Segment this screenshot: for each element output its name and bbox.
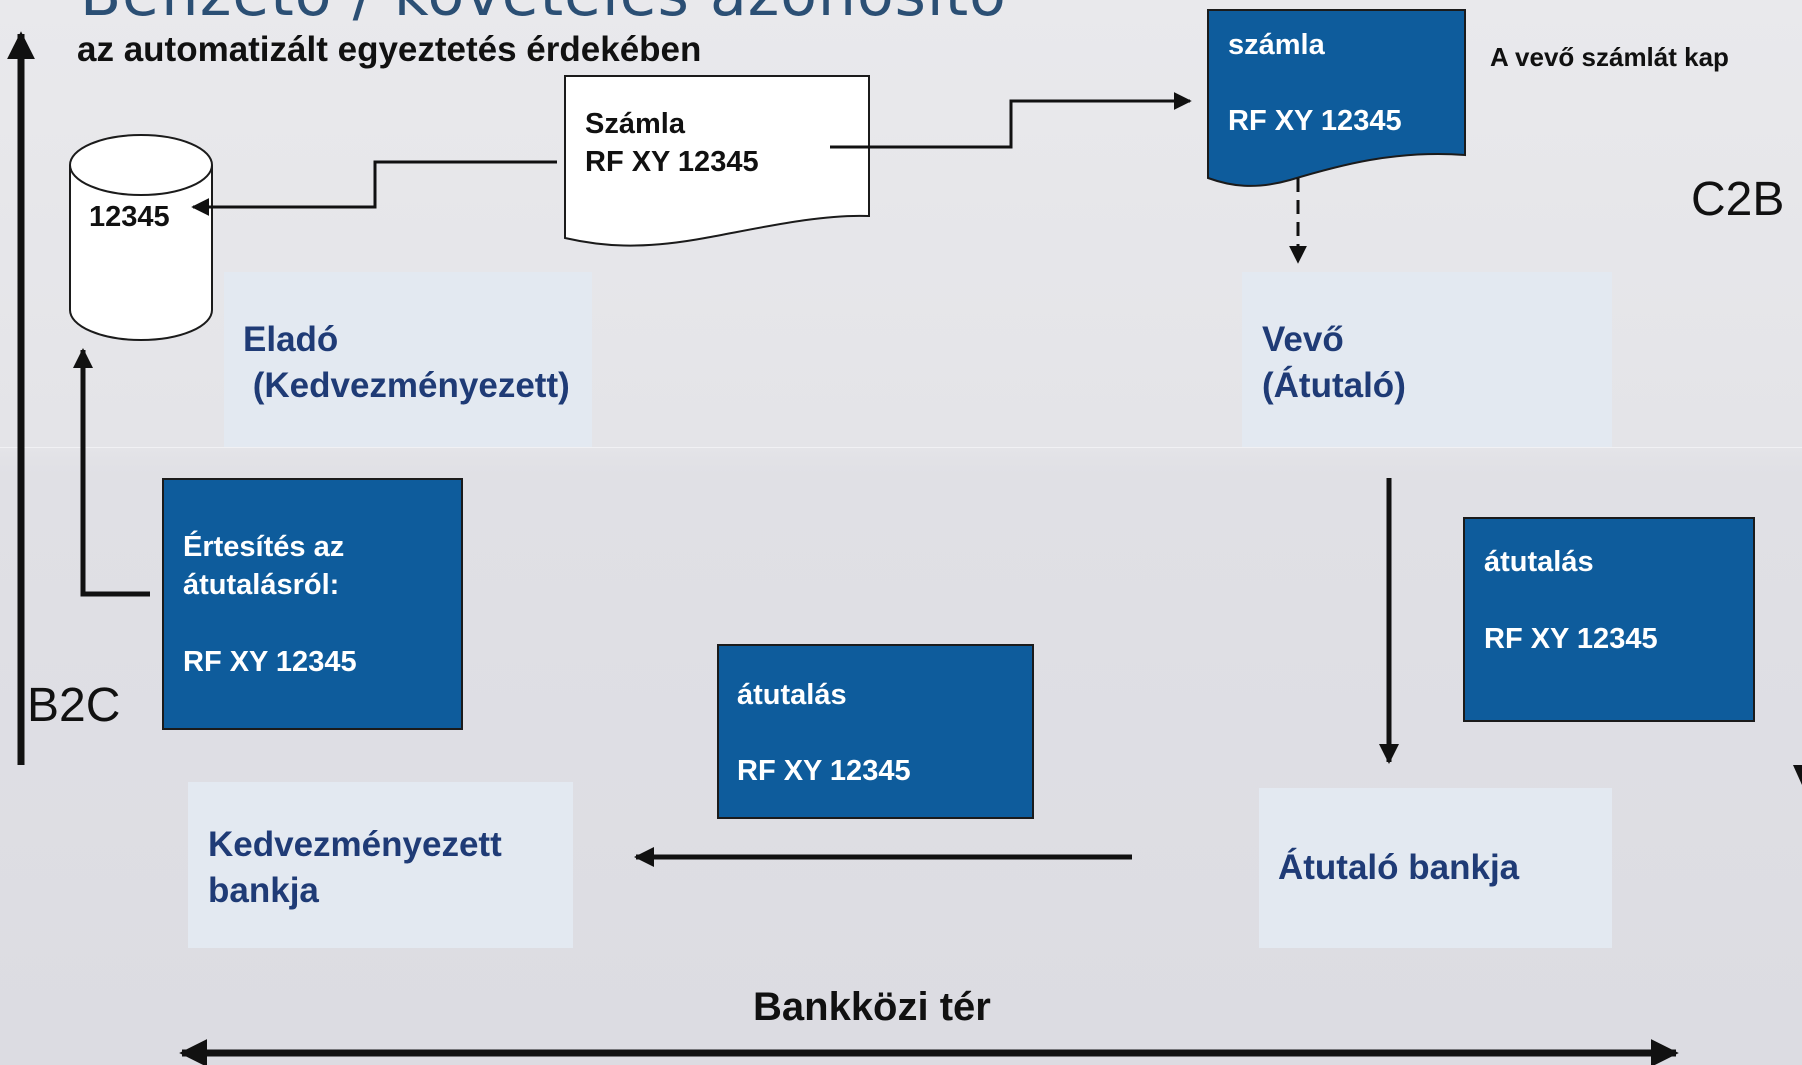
invoice-title: Számla: [585, 108, 685, 140]
database-value: 12345: [89, 201, 170, 233]
transfer-middle-label: átutalás: [737, 679, 847, 711]
buyer-invoice-document: [1207, 9, 1466, 187]
page-title: Befizető / követelés azonosító: [80, 0, 1007, 30]
background-divider: [0, 447, 1802, 448]
sender-bank-box: [1259, 788, 1612, 948]
transfer-middle-reference: RF XY 12345: [737, 755, 911, 787]
seller-box: [224, 272, 592, 447]
page-subtitle: az automatizált egyeztetés érdekében: [77, 30, 702, 69]
invoice-to-buyer-arrow: [830, 92, 1192, 149]
transfer-right-reference: RF XY 12345: [1484, 623, 1658, 655]
buyer-note: A vevő számlát kap: [1490, 42, 1729, 72]
buyer-box: [1242, 272, 1612, 447]
database-icon: [69, 134, 213, 341]
transfer-box-right: [1463, 517, 1755, 722]
interbank-label: Bankközi tér: [753, 985, 991, 1029]
edge-arrow-fragment: [1793, 765, 1802, 785]
invoice-to-database-arrow: [191, 160, 557, 216]
buyer-invoice-title: számla: [1228, 29, 1325, 61]
notification-to-database-arrow: [73, 348, 150, 597]
beneficiary-bank-label: Kedvezményezett bankja: [208, 825, 502, 910]
invoice-reference: RF XY 12345: [585, 146, 759, 178]
seller-label: Eladó (Kedvezményezett): [243, 320, 570, 405]
notification-reference: RF XY 12345: [183, 646, 357, 678]
c2b-label: C2B: [1691, 173, 1785, 226]
beneficiary-bank-box: [188, 782, 573, 948]
b2c-label: B2C: [27, 679, 121, 732]
buyer-invoice-reference: RF XY 12345: [1228, 105, 1402, 137]
transfer-right-label: átutalás: [1484, 546, 1594, 578]
invoice-document: [564, 75, 870, 247]
notification-line2: átutalásról:: [183, 569, 340, 601]
transfer-box-middle: [717, 644, 1034, 819]
notification-line1: Értesítés az: [183, 531, 345, 563]
buyer-label: Vevő (Átutaló): [1262, 320, 1406, 405]
sender-bank-label: Átutaló bankja: [1278, 848, 1520, 887]
notification-box: [162, 478, 463, 730]
